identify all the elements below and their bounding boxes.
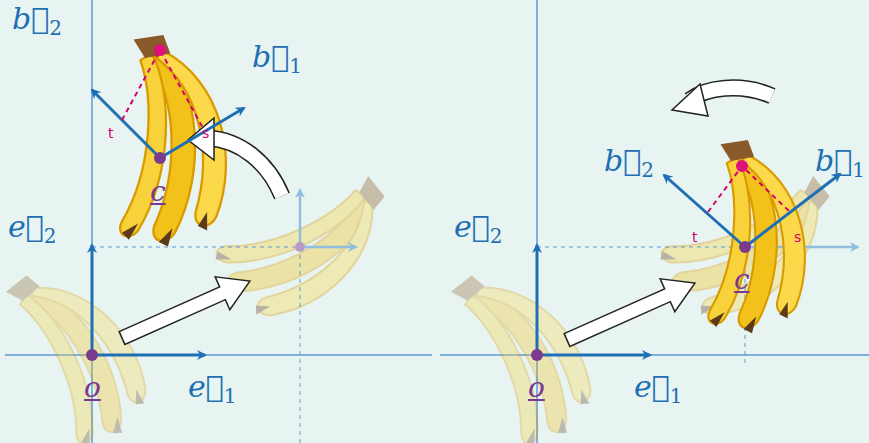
point-label: c [150, 178, 166, 206]
point-label: o [84, 374, 101, 402]
basis-vector-label: e⃗2 [454, 212, 503, 246]
coordinate-label: t [692, 230, 698, 244]
basis-vector-label: b⃗1 [815, 146, 865, 180]
basis-vector-label: e⃗2 [8, 212, 57, 246]
point-label: c [734, 266, 750, 294]
coordinate-label: s [202, 126, 209, 140]
coordinate-label: t [108, 126, 114, 140]
basis-vector-label: b⃗2 [604, 146, 654, 180]
basis-vector-label: b⃗2 [12, 4, 62, 38]
basis-vector-label: b⃗1 [252, 42, 302, 76]
basis-vector-label: e⃗1 [188, 372, 237, 406]
basis-vector-label: e⃗1 [634, 372, 683, 406]
coordinate-label: s [794, 230, 801, 244]
point-label: o [528, 374, 545, 402]
